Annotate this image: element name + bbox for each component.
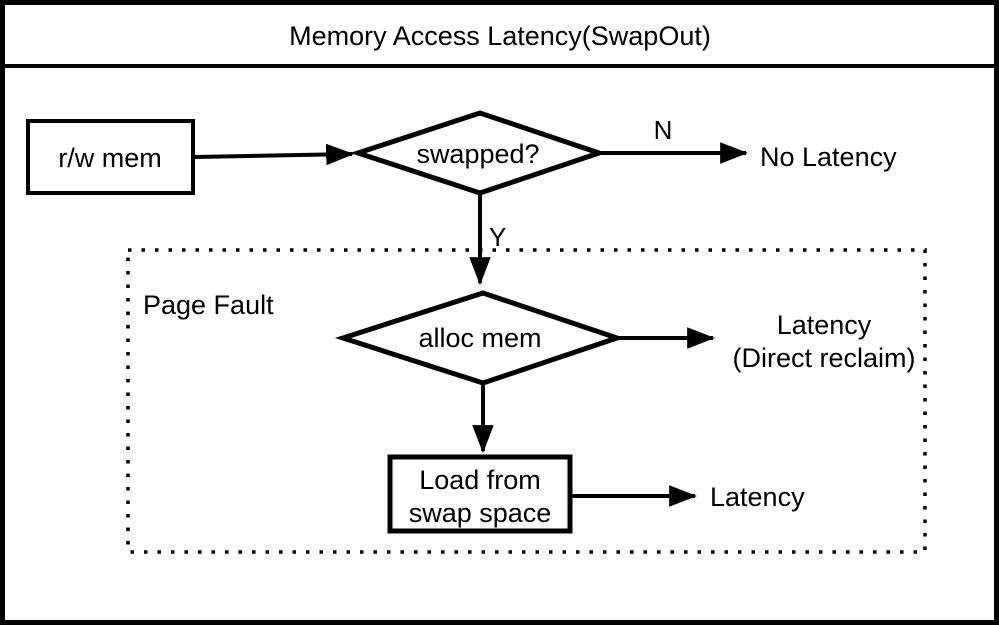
latency-direct-reclaim-label-line1: Latency xyxy=(777,310,872,340)
swapped-node xyxy=(349,110,607,196)
swapped-label: swapped? xyxy=(416,139,539,169)
load-from-swap-label-line1: Load from xyxy=(419,465,541,495)
latency-direct-reclaim-label-line2: (Direct reclaim) xyxy=(732,343,915,373)
load-from-swap-node xyxy=(387,454,573,534)
load-from-swap-label-line2: swap space xyxy=(409,498,552,528)
edge-label-n: N xyxy=(654,115,673,145)
diagram-title: Memory Access Latency(SwapOut) xyxy=(289,21,711,51)
page-fault-region xyxy=(126,248,927,554)
no-latency-label: No Latency xyxy=(760,142,897,172)
edge-label-y: Y xyxy=(489,222,506,252)
alloc-mem-node xyxy=(334,290,625,386)
rw-mem-label: r/w mem xyxy=(58,143,162,173)
rw-mem-node xyxy=(26,119,195,195)
alloc-mem-label: alloc mem xyxy=(418,323,541,353)
latency-swap-label: Latency xyxy=(710,482,805,512)
page-fault-region-label: Page Fault xyxy=(143,290,274,320)
edge-rwmem-to-swapped xyxy=(194,143,355,166)
